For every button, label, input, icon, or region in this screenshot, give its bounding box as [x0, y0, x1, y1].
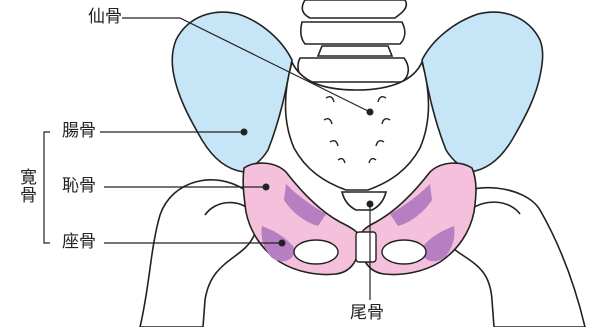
hip-bone-bracket	[44, 132, 50, 243]
coccyx	[342, 192, 386, 210]
label-ischium: 座骨	[62, 234, 96, 251]
right-obturator-foramen	[382, 240, 426, 264]
label-pubis: 恥骨	[62, 178, 96, 195]
label-hip-bone: 寛骨	[20, 170, 38, 206]
left-obturator-foramen	[294, 240, 338, 264]
label-ilium: 腸骨	[62, 123, 96, 140]
pubic-symphysis	[356, 232, 376, 262]
label-coccyx: 尾骨	[350, 305, 384, 322]
lumbar-spine	[298, 0, 408, 82]
left-femur	[140, 180, 258, 327]
label-sacrum: 仙骨	[88, 9, 122, 26]
